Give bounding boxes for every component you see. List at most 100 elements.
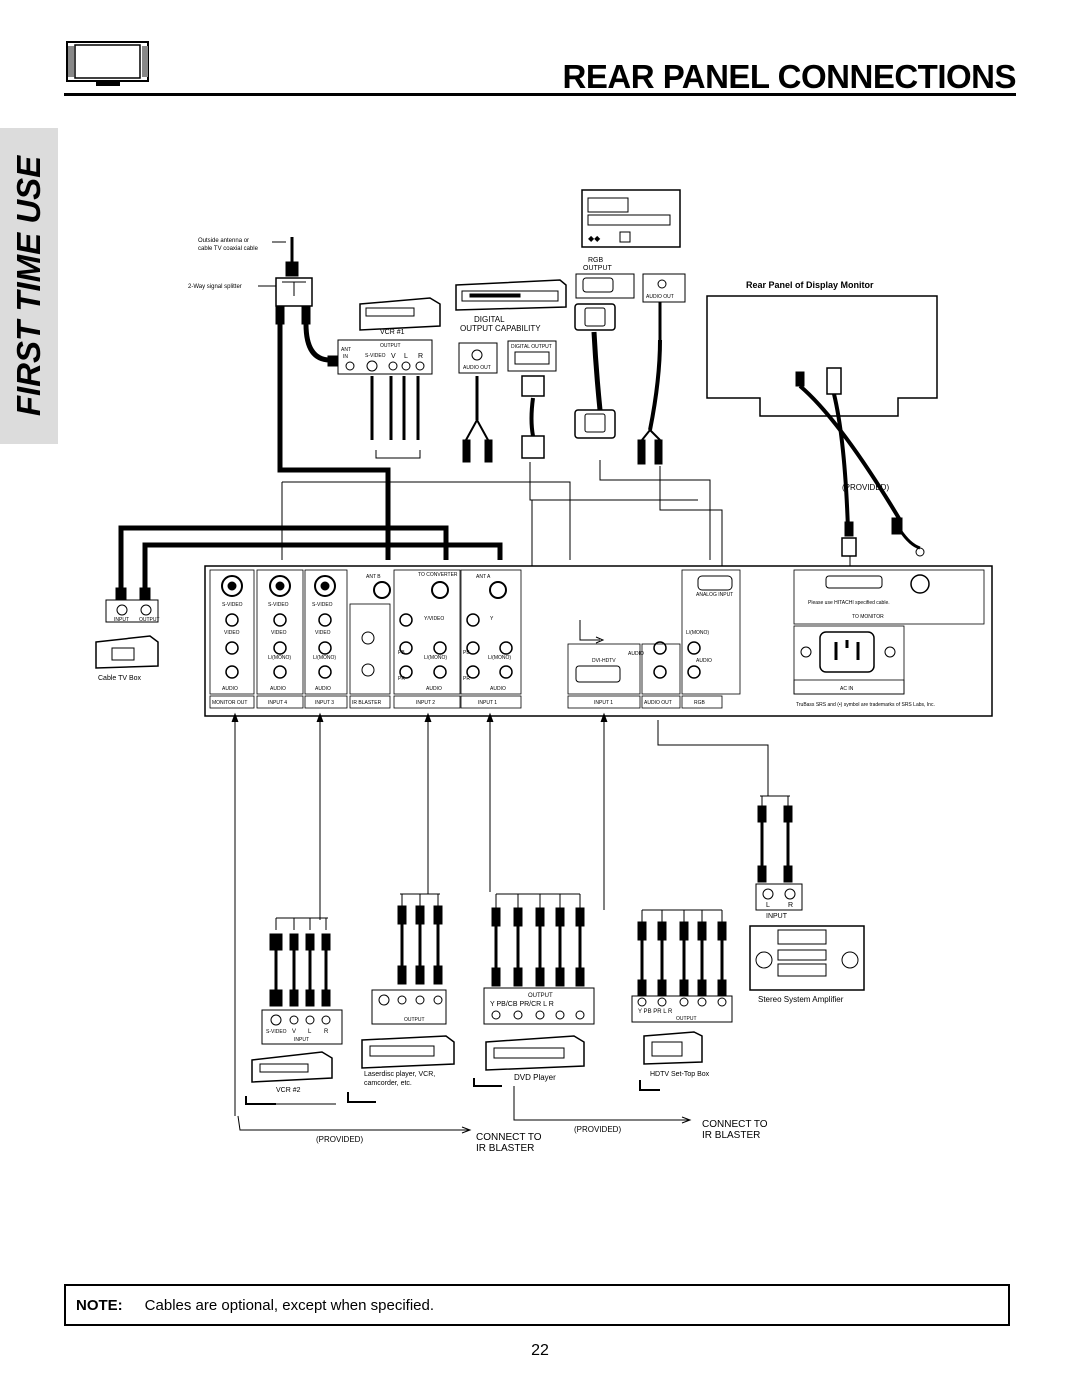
diagram-label: OUTPUT	[528, 993, 553, 999]
diagram-label: AUDIO	[696, 658, 712, 664]
diagram-label: V	[292, 1029, 296, 1035]
cable-box-icon	[95, 635, 159, 669]
provided-label-left: (PROVIDED)	[316, 1135, 363, 1144]
diagram-label: S-VIDEO	[365, 353, 386, 359]
diagram-label: PR	[398, 676, 405, 682]
diagram-label: L	[404, 353, 408, 360]
connection-diagram: ◆◆ RGB OUTPUT AUDIO OUT DIGITAL OUTPUT C…	[95, 189, 993, 1154]
diagram-label: AC IN	[840, 686, 854, 692]
diagram-label: V	[391, 353, 396, 360]
diagram-label: AUDIO	[315, 686, 331, 692]
page-number: 22	[531, 1342, 549, 1359]
connect-ir-label-mid-2: IR BLASTER	[476, 1143, 534, 1154]
diagram-label: L	[308, 1029, 312, 1035]
tv-logo-icon	[66, 41, 149, 86]
diagram-label: S-VIDEO	[312, 602, 333, 608]
diagram-label: S-VIDEO	[268, 602, 289, 608]
diagram-label: MONITOR OUT	[212, 700, 247, 706]
diagram-label: PB	[398, 650, 405, 656]
diagram-label: Y/VIDEO	[424, 616, 444, 622]
side-tab	[0, 128, 58, 444]
diagram-label: DVI-HDTV	[592, 658, 616, 664]
diagram-label: S-VIDEO	[222, 602, 243, 608]
digital-output-label: DIGITAL OUTPUT	[511, 344, 552, 350]
diagram-label: L/(MONO)	[268, 655, 291, 661]
diagram-label: OUTPUT	[404, 1017, 425, 1023]
diagram-label: Please use HITACHI specified cable.	[808, 600, 890, 606]
diagram-label: L/(MONO)	[424, 655, 447, 661]
diagram-label: R	[788, 902, 793, 909]
diagram-label: INPUT	[114, 617, 129, 623]
connect-ir-label-right: CONNECT TO	[702, 1119, 768, 1130]
vcr1-icon	[359, 297, 441, 331]
diagram-label: OUTPUT	[380, 343, 401, 349]
diagram-label: ANT A	[476, 574, 491, 580]
diagram-label: VIDEO	[271, 630, 287, 636]
diagram-label: INPUT 1	[594, 700, 613, 706]
digital-device-icon	[455, 279, 567, 311]
laserdisc-label-2: camcorder, etc.	[364, 1080, 412, 1087]
rgb-label: RGB	[588, 257, 604, 264]
diagram-label: VIDEO	[224, 630, 240, 636]
diagram-label: RGB	[694, 700, 706, 706]
digital-audio-out-label: AUDIO OUT	[463, 365, 491, 371]
rgb-audio-out-label: AUDIO OUT	[646, 294, 674, 300]
diagram-label: IN	[343, 354, 348, 360]
stereo-input-label: INPUT	[766, 913, 788, 920]
monitor-provided-label: (PROVIDED)	[842, 483, 889, 492]
dvd-output-labels: Y PB/CB PR/CR L R	[490, 1001, 554, 1008]
diagram-label: AUDIO	[222, 686, 238, 692]
diagram-label: AUDIO OUT	[644, 700, 672, 706]
svg-text:◆◆: ◆◆	[588, 234, 601, 243]
diagram-label: INPUT 3	[315, 700, 334, 706]
diagram-label: AUDIO	[490, 686, 506, 692]
diagram-label: R	[324, 1029, 329, 1035]
diagram-label: Y	[490, 616, 494, 622]
hdtv-output-labels: Y PB PR L R	[638, 1009, 673, 1015]
diagram-label: INPUT 1	[478, 700, 497, 706]
diagram-label: ANT B	[366, 574, 381, 580]
diagram-label: TruBass SRS and (•) symbol are trademark…	[796, 702, 935, 708]
vcr2-label: VCR #2	[276, 1087, 301, 1094]
diagram-label: OUTPUT	[676, 1016, 697, 1022]
monitor-title: Rear Panel of Display Monitor	[746, 280, 874, 290]
cable-box-label: Cable TV Box	[98, 675, 142, 682]
diagram-label: INPUT	[294, 1037, 309, 1043]
diagram-label: AUDIO	[270, 686, 286, 692]
diagram-label: S-VIDEO	[266, 1029, 287, 1035]
diagram-label: L/(MONO)	[313, 655, 336, 661]
rgb-output-label: OUTPUT	[583, 265, 613, 272]
antenna-label: Outside antenna or	[198, 238, 249, 244]
provided-label-mid: (PROVIDED)	[574, 1125, 621, 1134]
diagram-label: AUDIO	[426, 686, 442, 692]
hdtv-label: HDTV Set-Top Box	[650, 1071, 710, 1078]
note-label: NOTE:	[76, 1296, 123, 1314]
diagram-label: AUDIO	[628, 651, 644, 657]
vcr1-label: VCR #1	[380, 329, 405, 336]
stereo-amplifier-icon	[749, 925, 865, 991]
diagram-label: L/(MONO)	[488, 655, 511, 661]
diagram-label: VIDEO	[315, 630, 331, 636]
dvd-player-icon	[485, 1035, 585, 1071]
note-text: Cables are optional, except when specifi…	[144, 1296, 435, 1314]
page-title: REAR PANEL CONNECTIONS	[562, 58, 1017, 95]
diagram-label: TO CONVERTER	[418, 572, 458, 578]
dvd-label: DVD Player	[514, 1073, 556, 1082]
diagram-label: ANALOG INPUT	[696, 592, 733, 598]
vcr2-icon	[251, 1051, 333, 1083]
connect-ir-label-mid: CONNECT TO	[476, 1132, 542, 1143]
diagram-label: L/(MONO)	[686, 630, 709, 636]
laserdisc-label: Laserdisc player, VCR,	[364, 1071, 435, 1078]
diagram-label: TO MONITOR	[852, 614, 884, 620]
output-capability-label: OUTPUT CAPABILITY	[460, 324, 541, 333]
diagram-label: R	[418, 353, 423, 360]
diagram-label: PB	[463, 650, 470, 656]
antenna-label-2: cable TV coaxial cable	[198, 246, 259, 252]
diagram-label: INPUT 2	[416, 700, 435, 706]
diagram-label: L	[766, 902, 770, 909]
digital-label: DIGITAL	[474, 315, 505, 324]
diagram-label: INPUT 4	[268, 700, 287, 706]
diagram-label: OUTPUT	[139, 617, 160, 623]
diagram-label: ANT	[341, 347, 351, 353]
computer-icon: ◆◆	[581, 189, 681, 248]
